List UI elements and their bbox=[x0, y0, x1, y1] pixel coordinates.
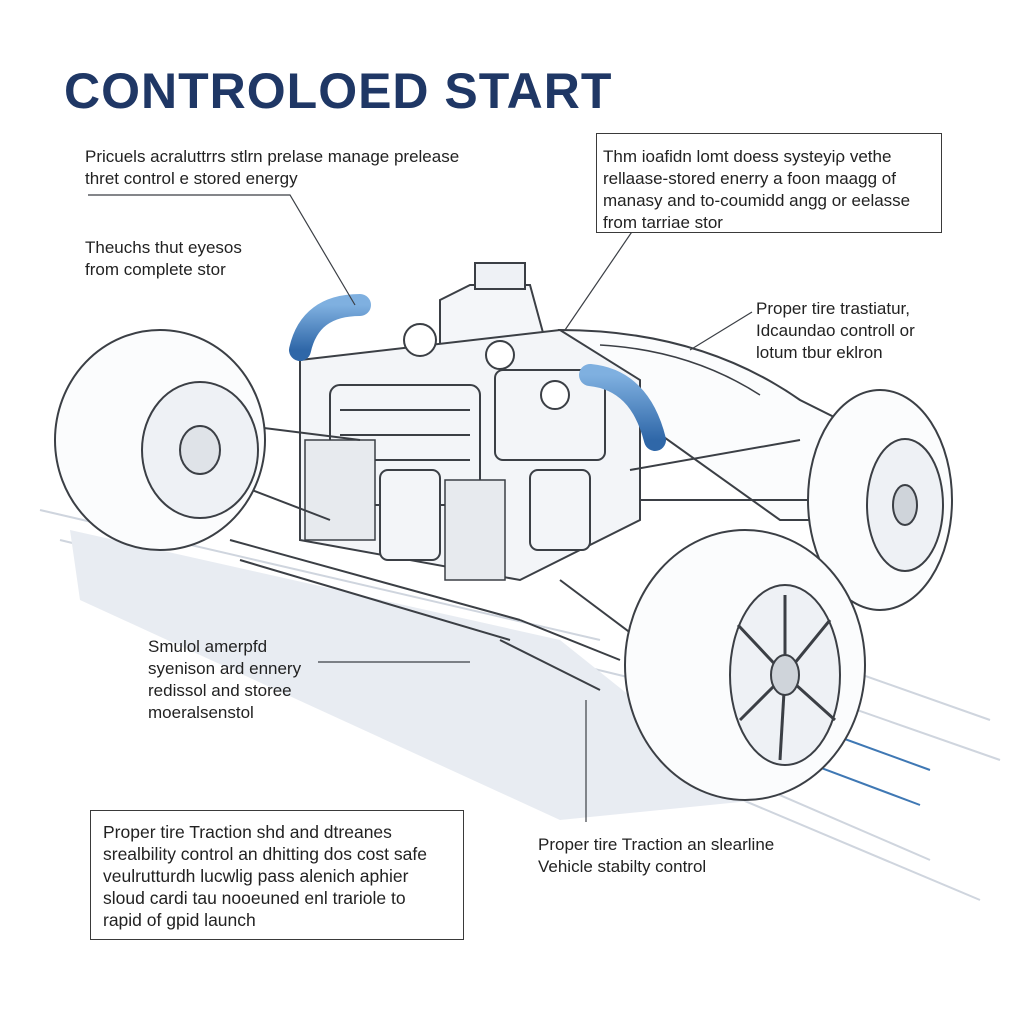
radiators bbox=[304, 439, 506, 581]
annotation-mid-left: Smulol amerpfd syenison ard ennery redis… bbox=[148, 637, 302, 722]
ground-shadow bbox=[70, 530, 760, 820]
leader-lines bbox=[88, 194, 753, 822]
wheel bbox=[807, 389, 953, 611]
annotation-bottom-right: Proper tire Traction an slearline Vehicl… bbox=[538, 835, 775, 876]
wheel bbox=[54, 329, 266, 551]
annotation-bottom-left: Proper tire Traction shd and dtreanes sr… bbox=[90, 810, 464, 940]
annotation-top-left-2: Theuchs thut eyesos from complete stor bbox=[85, 238, 242, 279]
annotation-right: Proper tire trastiatur, Idcaundao contro… bbox=[756, 299, 915, 362]
annotation-top-right: Thm ioafidn lomt doess systeyiρ vethe re… bbox=[596, 133, 942, 233]
intake-pipe bbox=[579, 364, 666, 451]
annotation-top-left-1: Pricuels acraluttrrs stlrn prelase manag… bbox=[85, 147, 460, 188]
airbox bbox=[439, 284, 547, 347]
page-title: CONTROLOED START bbox=[64, 63, 613, 119]
engine-block bbox=[299, 323, 641, 582]
intake-pipe bbox=[289, 294, 371, 361]
wheel bbox=[624, 529, 866, 801]
